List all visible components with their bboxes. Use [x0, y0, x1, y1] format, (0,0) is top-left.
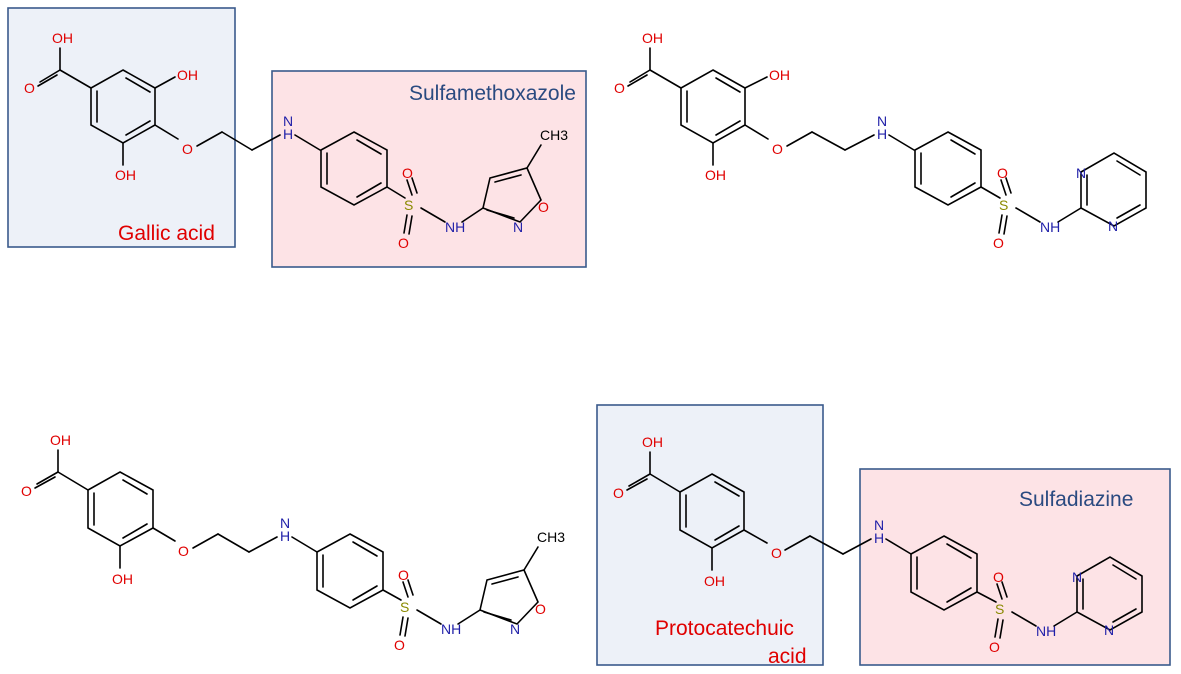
atom-o: O [772, 141, 783, 157]
atom-oh: OH [112, 571, 133, 587]
atom-h: H [874, 530, 884, 546]
atom-o: O [402, 165, 413, 181]
atom-o: O [613, 485, 624, 501]
atom-n: N [1104, 622, 1114, 638]
atom-oh: OH [769, 67, 790, 83]
atom-s: S [404, 197, 413, 213]
molecule-4-atom-labels: OH O OH O N H S O O NH N N [613, 434, 1114, 655]
gallic-acid-label: Gallic acid [118, 222, 215, 245]
molecule-1-atom-labels: OH O OH OH O H N S O O NH N O CH3 [24, 30, 568, 251]
atom-o: O [993, 235, 1004, 251]
atom-h: H [283, 126, 293, 142]
atom-s: S [999, 197, 1008, 213]
atom-oh: OH [177, 67, 198, 83]
atom-n: N [874, 517, 884, 533]
atom-o: O [614, 80, 625, 96]
atom-s: S [995, 601, 1004, 617]
atom-o: O [538, 199, 549, 215]
atom-s: S [400, 599, 409, 615]
atom-o: O [993, 569, 1004, 585]
atom-nh: NH [441, 621, 461, 637]
atom-oh: OH [642, 30, 663, 46]
atom-n: N [877, 113, 887, 129]
atom-nh: NH [445, 219, 465, 235]
sulfamethoxazole-box [271, 70, 587, 268]
molecule-protocatechuic-sulfamethoxazole [34, 449, 539, 637]
atom-o: O [394, 637, 405, 653]
atom-n: N [513, 219, 523, 235]
atom-o: O [398, 235, 409, 251]
atom-nh: NH [1036, 623, 1056, 639]
atom-o: O [997, 165, 1008, 181]
atom-h: H [280, 528, 290, 544]
atom-n: N [1108, 218, 1118, 234]
atom-o: O [178, 543, 189, 559]
atom-n: N [1076, 165, 1086, 181]
molecule-2-atom-labels: OH O OH OH O N H S O O NH N N [614, 30, 1118, 251]
atom-o: O [535, 601, 546, 617]
protocatechuic-label-line2: acid [768, 645, 807, 668]
atom-oh: OH [50, 432, 71, 448]
atom-o: O [21, 483, 32, 499]
atom-n: N [510, 621, 520, 637]
atom-oh: OH [642, 434, 663, 450]
atom-n: N [1072, 569, 1082, 585]
atom-o: O [24, 80, 35, 96]
atom-oh: OH [704, 573, 725, 589]
atom-o: O [771, 545, 782, 561]
molecule-3-atom-labels: OH O OH O N H S O O NH N O CH3 [21, 432, 565, 653]
molecule-gallic-sulfadiazine [627, 47, 1147, 235]
atom-o: O [182, 141, 193, 157]
atom-oh: OH [115, 167, 136, 183]
protocatechuic-acid-box [596, 404, 824, 666]
atom-n: N [280, 515, 290, 531]
sulfamethoxazole-label: Sulfamethoxazole [409, 82, 576, 105]
atom-ch3: CH3 [540, 127, 568, 143]
atom-oh: OH [705, 167, 726, 183]
atom-ch3: CH3 [537, 529, 565, 545]
molecule-protocatechuic-sulfadiazine [626, 451, 1143, 639]
gallic-acid-box [7, 7, 236, 248]
protocatechuic-label-line1: Protocatechuic [655, 617, 794, 640]
atom-o: O [398, 567, 409, 583]
atom-n: N [283, 113, 293, 129]
atom-oh: OH [52, 30, 73, 46]
sulfadiazine-label: Sulfadiazine [1019, 488, 1133, 511]
atom-nh: NH [1040, 219, 1060, 235]
atom-o: O [989, 639, 1000, 655]
molecule-gallic-sulfamethoxazole [37, 47, 542, 235]
atom-h: H [877, 126, 887, 142]
